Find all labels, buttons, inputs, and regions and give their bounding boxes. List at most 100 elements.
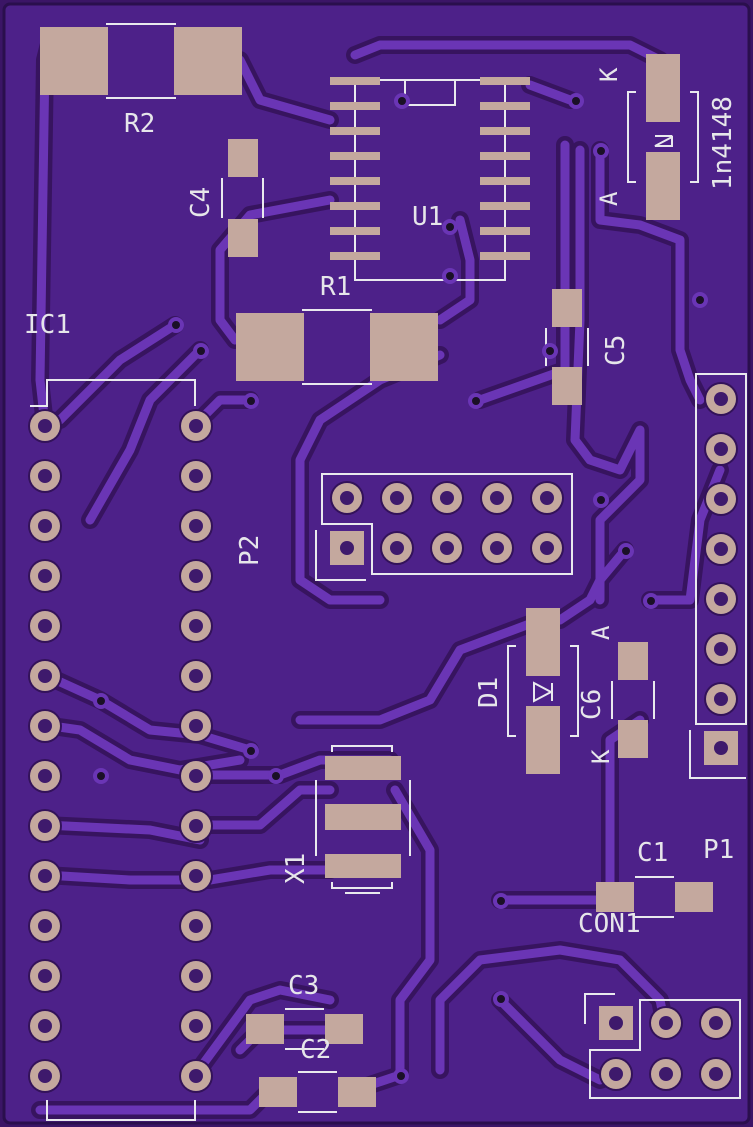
- header-p2[interactable]: P2: [235, 473, 573, 581]
- p2-label: P2: [235, 535, 265, 566]
- x1-label: X1: [281, 853, 311, 884]
- p2-pin: [530, 481, 564, 515]
- via: [643, 593, 659, 609]
- ic-u1[interactable]: U1: [330, 77, 530, 281]
- r2-pad-1: [40, 27, 108, 95]
- c4-pad-2: [228, 219, 258, 257]
- diode-1n4148[interactable]: K A 1n4148: [595, 54, 738, 220]
- c1-pad-1: [596, 882, 634, 912]
- resistor-r2[interactable]: R2: [40, 23, 242, 139]
- p2-pin: [380, 531, 414, 565]
- ic1-pin: [179, 409, 213, 443]
- via: [442, 268, 458, 284]
- r1-pad-2: [370, 313, 438, 381]
- c6-pad-1: [618, 642, 648, 680]
- x1-pad-1: [325, 756, 401, 780]
- d1-pad-k: [526, 706, 560, 774]
- c4-pad-1: [228, 139, 258, 177]
- via: [93, 693, 109, 709]
- capacitor-c3[interactable]: C3: [246, 971, 363, 1050]
- ic1-pin: [28, 459, 62, 493]
- con1-pin-1: [599, 1006, 633, 1040]
- via: [393, 1068, 409, 1084]
- p2-pin: [330, 481, 364, 515]
- ic1-pin: [28, 659, 62, 693]
- ic1-pin: [179, 1059, 213, 1093]
- ic1-pin: [28, 709, 62, 743]
- via: [593, 143, 609, 159]
- u1-label: U1: [412, 202, 443, 232]
- d1-a-label: A: [587, 625, 615, 640]
- p1-pin: [704, 632, 738, 666]
- c6-label: C6: [577, 689, 607, 720]
- c2-label: C2: [300, 1035, 331, 1065]
- diode-part-label: 1n4148: [708, 96, 738, 190]
- ic1-pin: [179, 859, 213, 893]
- via: [493, 991, 509, 1007]
- ic-ic1[interactable]: IC1: [24, 310, 213, 1121]
- d1-k-label: K: [587, 749, 615, 764]
- diode-a-label: A: [595, 191, 623, 206]
- p1-pin: [704, 382, 738, 416]
- ic1-pin: [28, 509, 62, 543]
- x1-pad-3: [325, 854, 401, 878]
- 1n4148-pad-a: [646, 152, 680, 220]
- ic1-pin: [179, 1009, 213, 1043]
- p1-pin: [704, 482, 738, 516]
- via: [593, 492, 609, 508]
- capacitor-c2[interactable]: C2: [259, 1035, 376, 1113]
- p2-pin: [480, 531, 514, 565]
- ic1-pin: [179, 809, 213, 843]
- diode-k-label: K: [595, 67, 623, 82]
- capacitor-c1[interactable]: C1 CON1: [578, 838, 713, 939]
- ic1-pin: [179, 559, 213, 593]
- ic1-pin: [28, 1009, 62, 1043]
- c4-label: C4: [186, 187, 216, 218]
- resistor-r1[interactable]: R1: [236, 272, 438, 385]
- u1-left-pads: [330, 77, 380, 260]
- c6-pad-2: [618, 720, 648, 758]
- con1-pin: [699, 1006, 733, 1040]
- ic1-pin: [28, 809, 62, 843]
- p1-outline: [695, 373, 747, 725]
- r1-pad-1: [236, 313, 304, 381]
- c2-pad-1: [259, 1077, 297, 1107]
- header-p1[interactable]: P1: [689, 373, 747, 865]
- r2-label: R2: [124, 109, 155, 139]
- via: [93, 768, 109, 784]
- diode-d1[interactable]: D1 A K: [474, 608, 615, 774]
- via: [243, 743, 259, 759]
- c1-pad-2: [675, 882, 713, 912]
- ic1-pin: [179, 909, 213, 943]
- ic1-pin: [28, 1059, 62, 1093]
- c5-pad-1: [552, 289, 582, 327]
- c2-pad-2: [338, 1077, 376, 1107]
- ic1-label: IC1: [24, 310, 71, 340]
- crystal-x1[interactable]: X1: [281, 745, 411, 894]
- p2-pin: [480, 481, 514, 515]
- ic1-pin: [179, 659, 213, 693]
- con1-pin: [699, 1057, 733, 1091]
- p2-pin: [430, 531, 464, 565]
- p1-pins: [704, 382, 738, 765]
- ic1-pin: [28, 959, 62, 993]
- c3-label: C3: [288, 971, 319, 1001]
- p1-pin: [704, 532, 738, 566]
- d1-label: D1: [474, 677, 504, 708]
- p2-pin-1: [330, 531, 364, 565]
- capacitor-c4[interactable]: C4: [186, 139, 264, 257]
- con1-pin: [599, 1057, 633, 1091]
- header-con1[interactable]: [584, 993, 741, 1099]
- via: [268, 768, 284, 784]
- ic1-pin: [28, 909, 62, 943]
- con1-pins: [599, 1006, 733, 1091]
- c3-pad-2: [325, 1014, 363, 1044]
- c5-label: C5: [601, 335, 631, 366]
- vias: [93, 93, 708, 1084]
- via: [394, 93, 410, 109]
- con1-pin: [649, 1057, 683, 1091]
- via: [493, 893, 509, 909]
- p2-pin: [380, 481, 414, 515]
- capacitor-c6[interactable]: C6: [577, 642, 655, 758]
